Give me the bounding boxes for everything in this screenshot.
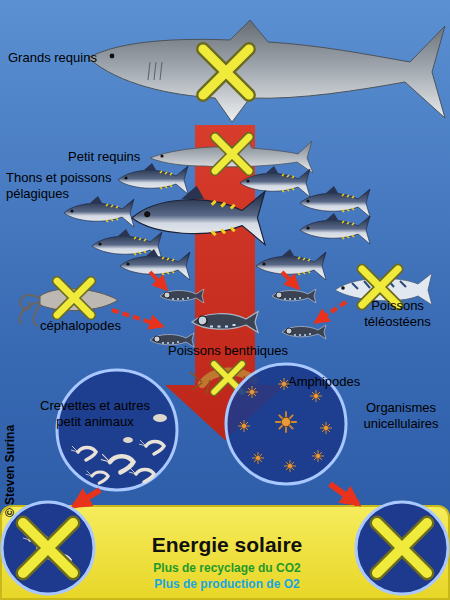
zooplankton-group bbox=[71, 414, 167, 483]
circle-shape bbox=[55, 368, 179, 492]
shrimp bbox=[45, 554, 70, 568]
shark-gills bbox=[148, 62, 162, 80]
circle-outline bbox=[57, 370, 177, 490]
great-shark bbox=[88, 20, 445, 122]
species-label: Amphipodes bbox=[288, 374, 398, 390]
small-shark bbox=[150, 134, 313, 173]
plankton bbox=[412, 556, 424, 568]
shark-eye bbox=[110, 54, 115, 59]
node-note: Plus de production de O2 bbox=[2, 577, 450, 592]
tuna-fish bbox=[118, 163, 188, 194]
shrimp bbox=[86, 471, 109, 484]
mackerel-eye bbox=[341, 286, 345, 290]
phytoplankton-group bbox=[238, 378, 332, 472]
solar-energy-band: Energie solairePlus de recyclage du CO2P… bbox=[0, 505, 450, 600]
squid-tentacles bbox=[19, 295, 40, 326]
shark-body bbox=[88, 20, 445, 122]
plankton bbox=[312, 450, 324, 462]
shark-body bbox=[150, 134, 313, 173]
cross-mark bbox=[377, 523, 427, 573]
plankton bbox=[278, 378, 290, 390]
cross-mark bbox=[57, 281, 91, 315]
shrimp bbox=[139, 440, 164, 454]
species-label: Grands requins bbox=[8, 50, 138, 66]
species-label: Poissons benthiques bbox=[168, 343, 318, 359]
species-label: Petit requins bbox=[68, 149, 168, 165]
node-heading: Crevettes et autres petit animaux bbox=[30, 398, 160, 430]
small-circle-outline bbox=[356, 502, 448, 594]
small-circle-outline bbox=[2, 502, 94, 594]
lantern-fish bbox=[192, 312, 258, 333]
tuna-fish bbox=[300, 213, 370, 244]
cross-mark bbox=[203, 49, 249, 95]
shark-eye bbox=[160, 154, 163, 157]
zooplankton-circle: Crevettes et autres petit animaux bbox=[55, 368, 179, 492]
red-arrow bbox=[282, 272, 298, 288]
watermark: © Steven Surina bbox=[2, 416, 18, 526]
red-arrow bbox=[74, 490, 100, 506]
plankton bbox=[252, 452, 264, 464]
plankton bbox=[320, 422, 332, 434]
shrimp bbox=[129, 468, 154, 482]
tuna-fish bbox=[256, 249, 326, 280]
plankton bbox=[380, 528, 392, 540]
shrimp bbox=[101, 454, 133, 472]
plankton bbox=[275, 411, 297, 433]
copepod bbox=[153, 414, 167, 422]
copepod bbox=[123, 437, 133, 443]
plankton bbox=[310, 390, 322, 402]
small-circle bbox=[2, 502, 94, 594]
plankton bbox=[238, 420, 250, 432]
node-heading: Organismes unicellulaires bbox=[356, 400, 446, 432]
tuna-fish bbox=[132, 186, 265, 245]
tuna-fish bbox=[300, 186, 370, 217]
shrimp bbox=[23, 534, 48, 548]
red-arrow bbox=[150, 272, 166, 289]
species-label: Thons et poissons pélagiques bbox=[6, 170, 124, 202]
tuna-fish bbox=[64, 196, 134, 227]
node-heading: Energie solaire bbox=[2, 533, 450, 557]
shrimp bbox=[71, 446, 96, 460]
small-circle bbox=[356, 502, 448, 594]
node-note: Plus de recyclage du CO2 bbox=[2, 561, 450, 576]
species-label: Poissons téléostéens bbox=[350, 298, 445, 330]
plankton bbox=[246, 386, 258, 398]
plankton bbox=[284, 460, 296, 472]
lantern-fish bbox=[160, 289, 204, 303]
lantern-fish bbox=[272, 289, 316, 303]
species-label: céphalopodes bbox=[40, 318, 150, 334]
tuna-fish bbox=[240, 166, 310, 197]
cross-mark bbox=[215, 137, 249, 171]
red-arrow bbox=[330, 484, 358, 504]
red-arrow bbox=[316, 302, 346, 322]
lantern-fish bbox=[282, 325, 326, 339]
cross-mark bbox=[23, 523, 73, 573]
